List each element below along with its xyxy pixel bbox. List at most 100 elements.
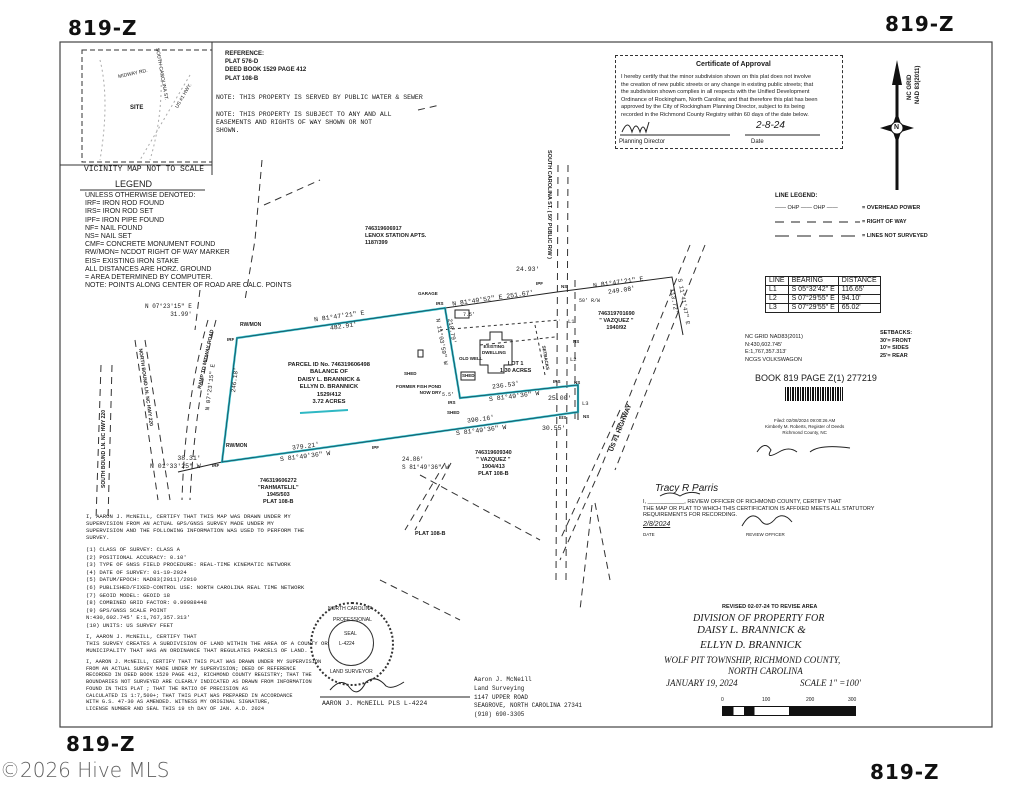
seal-license: L-4224 <box>339 641 355 647</box>
bearing-n07-31-line: N 07°23'15" E <box>145 303 192 310</box>
cell: 65.02' <box>837 303 881 313</box>
surveyor-cert-plat: I, AARON J. McNEILL, CERTIFY THAT THIS P… <box>86 659 321 713</box>
review-line: I, ____________, REVIEW OFFICER OF RICHM… <box>643 499 842 505</box>
surveyor-intro-line: SUPERVISION FROM AN ACTUAL GPS/GNSS SURV… <box>86 520 274 527</box>
distance-24-93: 24.93' <box>516 266 540 273</box>
barcode <box>785 387 843 401</box>
certificate-line: the subdivision shown complies in all re… <box>621 89 810 95</box>
legend-line: CMF= CONCRETE MONUMENT FOUND <box>85 241 216 249</box>
surveyor-signature-line: AARON J. McNEILL PLS L-4224 <box>322 700 428 707</box>
cell: S 07°29'55" E <box>787 303 839 313</box>
nc-grid-line: NC GRID NAD83(2011) <box>745 334 803 340</box>
lot1-line: LOT 1 <box>507 361 524 367</box>
surveyor-intro-line: I, AARON J. McNEILL, CERTIFY THAT THIS M… <box>86 513 291 520</box>
survey-item: (9) GPS/GNSS SCALE POINT <box>86 606 167 614</box>
distance-25: 25.00' <box>548 395 572 402</box>
parcel-plat-108b: PLAT 108-B <box>415 531 446 537</box>
bearing-n01-33: 38.31'N 01°33'25" W <box>150 455 201 471</box>
address-line: SEAGROVE, NORTH CAROLINA 27341 <box>474 702 583 710</box>
garage-label: GARAGE <box>418 291 438 296</box>
nc-grid-line: E:1,767,357.313' <box>745 349 787 355</box>
balance-line: PARCEL ID No. 746319606498 <box>288 362 370 368</box>
irs-north: IRS <box>436 301 444 306</box>
surveyor-intro-line: SURVEY. <box>86 534 110 541</box>
road-lines <box>95 104 706 621</box>
balance-line: 3.72 ACRES <box>312 399 346 406</box>
review-line: REQUIREMENTS FOR RECORDING. <box>643 512 738 518</box>
rw-50: 50' R/W <box>579 298 601 304</box>
scale-tick-300: 300 <box>848 697 857 703</box>
east-boundary-line <box>444 276 684 336</box>
reference-line: DEED BOOK 1529 PAGE 412 <box>225 67 307 74</box>
surveyor-cert-items: (1) CLASS OF SURVEY: CLASS A(2) POSITION… <box>86 546 304 630</box>
seal-state: NORTH CAROLINA <box>328 606 373 612</box>
seal-professional: PROFESSIONAL <box>333 617 372 623</box>
review-officer-label: REVIEW OFFICER <box>746 532 785 537</box>
title-scale: SCALE 1" =100' <box>800 678 861 688</box>
vicinity-roads <box>99 54 191 161</box>
legend-title: LEGEND <box>115 179 153 189</box>
title-line-1: DIVISION OF PROPERTY FOR <box>693 613 825 624</box>
legend-line: UNLESS OTHERWISE DENOTED: <box>85 192 196 199</box>
surveyor-seal-inner <box>328 620 374 666</box>
shed-label-1: SHED <box>404 371 417 376</box>
lenox-line: 1187/399 <box>365 240 388 246</box>
cell: S 07°29'55" E <box>787 294 839 304</box>
title-line-3: ELLYN D. BRANNICK <box>700 639 802 651</box>
parcel-boundary <box>221 307 579 463</box>
certificate-date-value: 2-8-24 <box>756 120 785 131</box>
certificate-signer-label: Planning Director <box>619 139 666 145</box>
note-easements: NOTE: THIS PROPERTY IS SUBJECT TO ANY AN… <box>216 111 392 136</box>
shed-outline <box>417 349 424 358</box>
legend-line: EIS= EXISTING IRON STAKE <box>85 257 179 265</box>
surveyor-cert-intro: I, AARON J. McNEILL, CERTIFY THAT THIS M… <box>86 513 304 541</box>
certificate-title: Certificate of Approval <box>696 61 771 68</box>
line-legend-right-of-way: = RIGHT OF WAY <box>862 219 907 225</box>
review-certification: I, ____________, REVIEW OFFICER OF RICHM… <box>643 499 874 519</box>
bearing-sw-small: 24.86'S 81°49'36" W <box>402 456 449 471</box>
south-bound-label: SOUTH BOUND LN. NC HWY 220 <box>101 410 107 488</box>
reference-line: PLAT 576-D <box>225 59 259 66</box>
survey-item: N:430,602.745' E:1,767,357.313' <box>86 614 191 622</box>
plat-line: LICENSE NUMBER AND SEAL THIS 19 th DAY O… <box>86 705 265 712</box>
line-legend-symbols <box>775 221 860 237</box>
acres-underline <box>299 409 349 414</box>
nc-grid-line: N:430,602.745' <box>745 341 783 348</box>
title-line-2: DAISY L. BRANNICK & <box>697 624 806 636</box>
irf-north: IRF <box>227 337 235 342</box>
scale-tick-100: 100 <box>762 697 771 703</box>
balance-line: BALANCE OF <box>309 369 348 376</box>
cell: L3 <box>765 303 789 313</box>
nc-grid-line: NCGS VOLKSWAGON <box>745 356 802 363</box>
survey-item: (1) CLASS OF SURVEY: CLASS A <box>86 546 180 553</box>
rw-mon-south: RW/MON <box>226 443 248 449</box>
cell: 94.10' <box>837 294 881 304</box>
eis: EIS <box>559 415 567 420</box>
cell: L1 <box>765 285 789 295</box>
reference-line: REFERENCE: <box>225 51 265 57</box>
setbacks-line: 30'= FRONT <box>880 337 912 344</box>
sw-small-line: 24.86' <box>402 456 424 463</box>
plat-line: I, AARON J. McNEILL, CERTIFY THAT THIS P… <box>86 659 322 665</box>
legend-line: ALL DISTANCES ARE HORZ. GROUND <box>85 265 212 273</box>
address-line: Aaron J. McNeill <box>474 676 532 683</box>
balance-line: 1529/412 <box>316 391 342 398</box>
dist-7-5: 7.5' <box>463 312 476 318</box>
note-easements-line: NOTE: THIS PROPERTY IS SUBJECT TO ANY AN… <box>216 111 392 118</box>
scale-tick-200: 200 <box>806 697 815 703</box>
address-line: Land Surveying <box>474 684 525 692</box>
filed-line: Filed: 02/08/2024 09:00:26 AM <box>773 418 836 423</box>
balance-line: DAISY L. BRANNICK & <box>297 376 361 383</box>
filed-line: Kimberly M. Roberts, Register of Deeds <box>765 424 845 429</box>
sw-small-line: S 81°49'36" W <box>402 463 449 471</box>
subdivision-line: MUNICIPALITY THAT HAS AN ORDINANCE THAT … <box>86 647 308 654</box>
certificate-line: approved by the City of Rockingham Plann… <box>621 104 805 110</box>
dwelling-line: DWELLING <box>482 349 506 355</box>
irs-south: IRS <box>448 400 456 405</box>
legend-line: IPF= IRON PIPE FOUND <box>85 216 165 224</box>
